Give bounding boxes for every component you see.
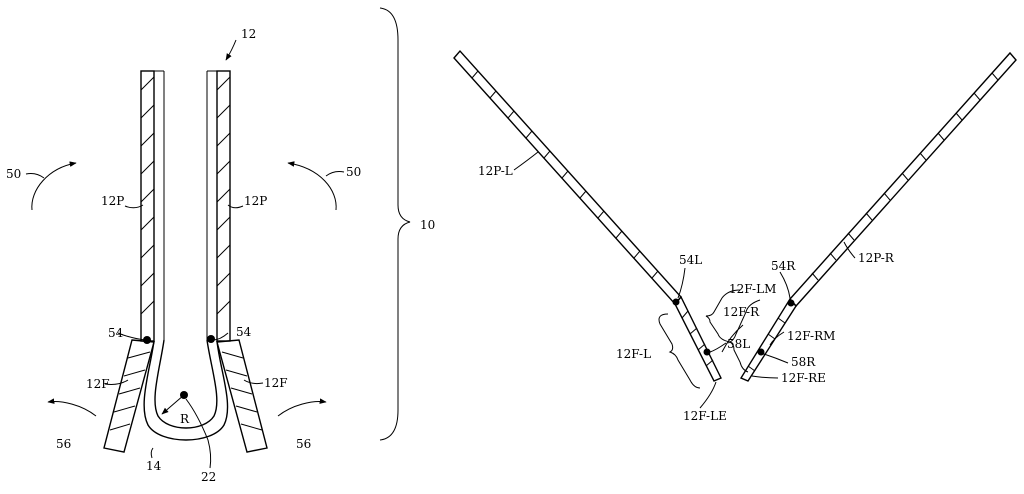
unfolded-sheet-view xyxy=(453,49,1017,409)
right-panel-hatching xyxy=(216,76,231,315)
left-pivot-dot xyxy=(143,336,151,344)
right-pivot-dot xyxy=(207,335,215,343)
label-pivot-l: 54L xyxy=(679,253,702,267)
device-brace xyxy=(379,7,411,441)
out-right-arrow xyxy=(277,398,327,417)
right-flap xyxy=(216,339,268,453)
label-flap-le: 12F-LE xyxy=(683,409,727,423)
pivot-54l-dot xyxy=(672,298,680,306)
right-long-panel xyxy=(789,51,1017,308)
brace-12f-r xyxy=(728,299,761,373)
folded-sheet-view xyxy=(25,7,411,469)
rotate-right-arrow xyxy=(287,161,337,211)
label-rotate-right: 50 xyxy=(346,165,361,179)
label-center: 22 xyxy=(201,470,216,484)
label-out-left: 56 xyxy=(56,437,71,451)
radius-arrow xyxy=(161,394,185,415)
label-pivot-left: 54 xyxy=(108,326,124,340)
label-panel-left: 12P xyxy=(101,194,124,208)
out-left-arrow xyxy=(47,398,97,417)
label-fold: 14 xyxy=(146,459,162,473)
label-assembly: 12 xyxy=(241,27,256,41)
brace-12f-lm xyxy=(705,289,741,343)
label-panel-l: 12P-L xyxy=(478,164,513,178)
point-58l-dot xyxy=(703,348,711,356)
label-flap-left: 12F xyxy=(86,377,110,391)
brace-12f-l xyxy=(658,313,701,389)
label-point-58r: 58R xyxy=(791,355,816,369)
label-panel-r: 12P-R xyxy=(858,251,895,265)
label-out-right: 56 xyxy=(296,437,311,451)
label-pivot-right: 54 xyxy=(236,325,252,339)
point-58r-dot xyxy=(757,348,765,356)
label-pivot-r: 54R xyxy=(771,259,796,273)
pivot-54r-dot xyxy=(787,299,795,307)
label-flap-re: 12F-RE xyxy=(781,371,826,385)
label-point-58l: 58L xyxy=(727,337,750,351)
label-flap-l: 12F-L xyxy=(616,347,651,361)
label-device: 10 xyxy=(420,218,435,232)
rotate-left-arrow xyxy=(31,161,77,211)
label-flap-r: 12F-R xyxy=(723,305,760,319)
left-panel-hatching xyxy=(140,76,155,315)
fold-inner xyxy=(154,339,218,429)
label-flap-lm: 12F-LM xyxy=(729,282,776,296)
label-flap-right: 12F xyxy=(264,376,288,390)
label-radius: R xyxy=(180,412,190,426)
left-flap xyxy=(103,339,155,453)
label-rotate-left: 50 xyxy=(6,167,21,181)
fold-outer xyxy=(143,340,229,441)
left-short-flap xyxy=(674,295,722,382)
label-flap-rm: 12F-RM xyxy=(787,329,835,343)
label-panel-right: 12P xyxy=(244,194,267,208)
